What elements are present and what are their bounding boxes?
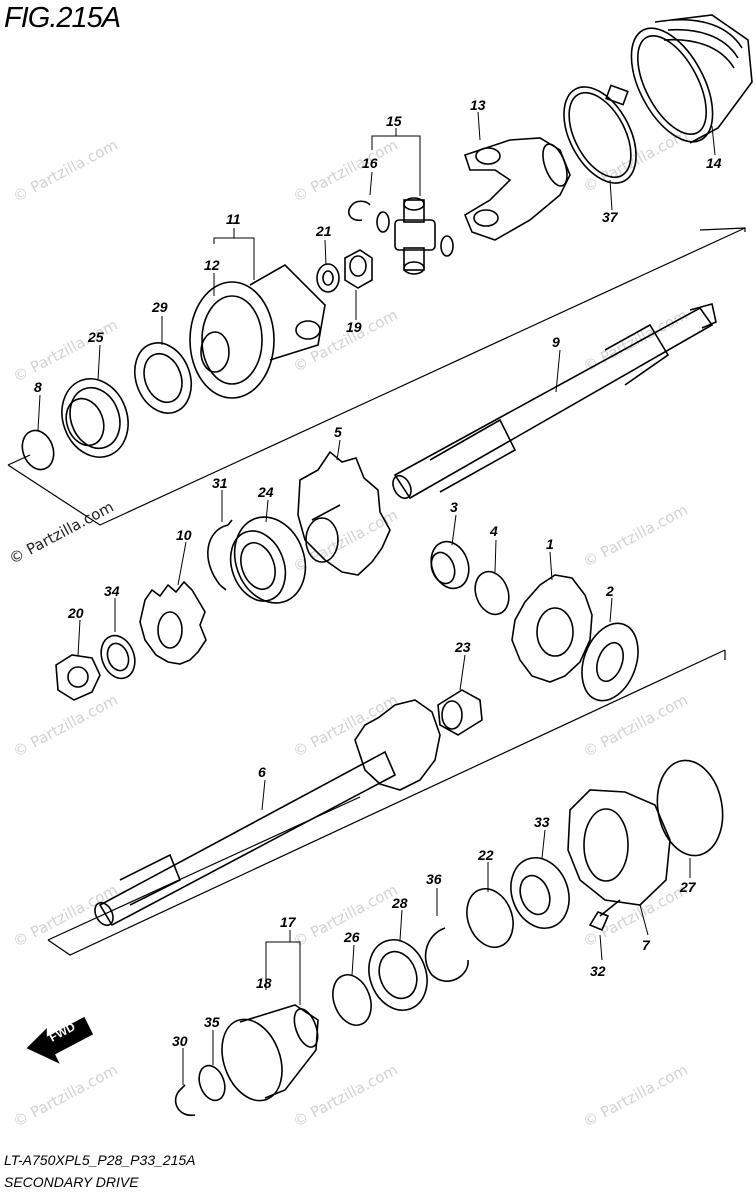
figure-title: FIG.215A [4, 2, 121, 34]
callout-35: 35 [204, 1014, 220, 1030]
part-4-washer [474, 570, 510, 616]
diagram-name: SECONDARY DRIVE [4, 1174, 139, 1190]
callout-2: 2 [605, 583, 614, 599]
callout-22: 22 [477, 847, 494, 863]
callout-30: 30 [172, 1033, 188, 1049]
part-34-washer [100, 634, 136, 680]
callout-7: 7 [642, 937, 651, 953]
fwd-arrow-icon: FWD [26, 1016, 94, 1064]
part-25-bearing [61, 378, 129, 458]
callout-3: 3 [450, 499, 458, 515]
part-14-boot [630, 14, 753, 144]
callout-21: 21 [315, 223, 332, 239]
group-outline-lower [47, 649, 726, 956]
callout-6: 6 [258, 764, 266, 780]
callout-17: 17 [280, 914, 297, 930]
part-8-ring [21, 429, 55, 471]
callout-37: 37 [602, 209, 619, 225]
callout-1: 1 [546, 536, 554, 552]
callout-numbers: 9 5 1 2 3 4 8 25 29 12 11 21 19 16 15 13… [34, 97, 722, 1049]
callout-12: 12 [204, 257, 220, 273]
part-22-ring [466, 888, 514, 948]
part-9-shaft [392, 303, 717, 500]
part-35-ring [198, 1064, 226, 1102]
callout-15: 15 [386, 113, 402, 129]
part-13-yoke [463, 137, 571, 241]
callout-26: 26 [343, 929, 360, 945]
part-31-circlip [207, 519, 233, 591]
part-17-boot [221, 1004, 319, 1102]
callout-18: 18 [256, 975, 272, 991]
callout-23: 23 [454, 639, 471, 655]
part-29-seal [133, 342, 193, 414]
part-27-o-ring [656, 759, 724, 857]
part-3-bushing [430, 540, 470, 590]
callout-28: 28 [391, 895, 408, 911]
part-6-drive-shaft [94, 699, 441, 927]
part-37-clamp [563, 84, 637, 184]
callout-16: 16 [362, 155, 378, 171]
callout-8: 8 [34, 379, 42, 395]
part-10-gear [139, 580, 207, 665]
part-20-nut [55, 654, 101, 701]
part-15-spider [376, 197, 454, 275]
part-11-flange-yoke [189, 264, 326, 399]
callout-33: 33 [534, 814, 550, 830]
part-23-needle-bearing [437, 689, 483, 736]
callout-25: 25 [87, 329, 104, 345]
part-2-shim [581, 622, 639, 702]
part-19-nut [344, 249, 373, 289]
part-7-housing [567, 789, 671, 906]
callout-27: 27 [679, 879, 697, 895]
part-30-circlip [174, 1084, 196, 1116]
callout-31: 31 [212, 475, 228, 491]
callout-24: 24 [257, 484, 274, 500]
group-outline-upper [7, 227, 746, 526]
callout-36: 36 [426, 871, 442, 887]
part-32-bolt [588, 899, 621, 932]
callout-29: 29 [151, 299, 168, 315]
callout-5: 5 [334, 424, 342, 440]
part-5-bevel-gear [297, 450, 391, 576]
part-16-circlip [348, 200, 371, 222]
part-26-o-ring [332, 974, 372, 1026]
callout-20: 20 [67, 605, 84, 621]
callout-9: 9 [552, 334, 560, 350]
callout-13: 13 [470, 97, 486, 113]
callout-11: 11 [226, 211, 241, 227]
part-36-circlip [424, 927, 469, 982]
callout-4: 4 [489, 523, 498, 539]
callout-10: 10 [176, 527, 192, 543]
callout-14: 14 [706, 155, 722, 171]
model-code: LT-A750XPL5_P28_P33_215A [4, 1152, 196, 1168]
part-33-bearing [510, 857, 570, 929]
callout-32: 32 [590, 963, 606, 979]
part-1-bevel-gear [511, 574, 593, 683]
leader-lines [37, 111, 716, 1085]
callout-34: 34 [104, 583, 120, 599]
part-24-bearing [229, 516, 307, 604]
part-28-seal [368, 939, 428, 1011]
callout-19: 19 [346, 319, 362, 335]
part-21-washer [316, 263, 340, 293]
